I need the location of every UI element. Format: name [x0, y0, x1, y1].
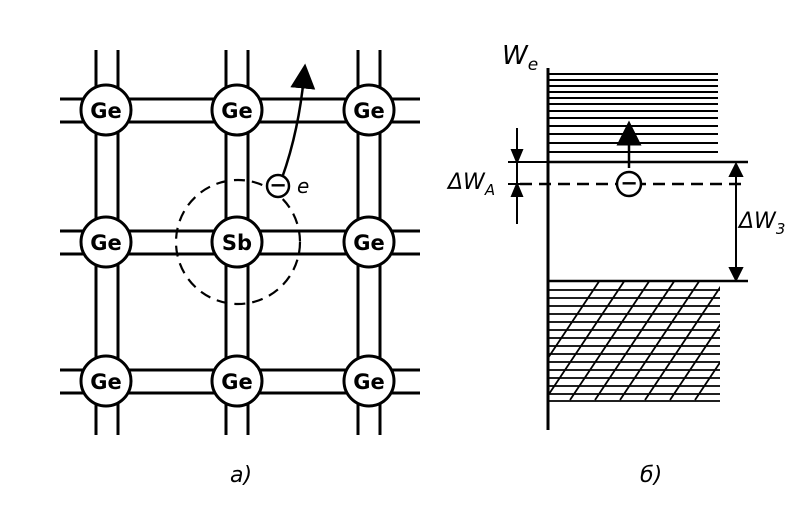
atom-label: Ge: [353, 99, 384, 123]
atom-bot-center: Ge: [210, 354, 264, 408]
donor-gap-label: ΔWA: [446, 170, 495, 199]
caption-right: б): [640, 463, 662, 488]
atom-label: Ge: [353, 231, 384, 255]
band-gap-label: ΔW3: [737, 209, 785, 238]
atom-label: Ge: [221, 370, 252, 394]
atom-top-left: Ge: [79, 83, 133, 137]
electron-minus-sign: −: [269, 173, 287, 197]
conduction-band: [548, 73, 748, 164]
donor-gap-marker: [508, 128, 548, 224]
atom-mid-center: Sb: [210, 215, 264, 269]
atom-label: Ge: [90, 231, 121, 255]
electron-escape-arrow: [280, 63, 316, 179]
electron-orbit: [174, 178, 302, 306]
atom-label: Ge: [221, 99, 252, 123]
atom-label: Ge: [90, 370, 121, 394]
atom-top-center: Ge: [210, 83, 264, 137]
band-diagram: We −: [446, 41, 785, 430]
atom-bot-left: Ge: [79, 354, 133, 408]
atom-label: Ge: [353, 370, 384, 394]
donor-electron: −: [615, 170, 643, 198]
caption-left: а): [230, 463, 252, 488]
energy-axis-label: We: [502, 41, 538, 75]
atom-top-right: Ge: [342, 83, 396, 137]
electron-label: e: [297, 174, 309, 198]
atoms: Ge Ge Ge Ge Sb Ge Ge Ge: [79, 83, 396, 408]
atom-mid-right: Ge: [342, 215, 396, 269]
band-gap-marker: [548, 161, 748, 283]
lattice-electron: −: [265, 173, 291, 199]
valence-band: [548, 282, 720, 402]
atom-label: Sb: [222, 231, 252, 255]
atom-label: Ge: [90, 99, 121, 123]
atom-bot-right: Ge: [342, 354, 396, 408]
atom-mid-left: Ge: [79, 215, 133, 269]
donor-electron-minus-sign: −: [620, 171, 638, 195]
